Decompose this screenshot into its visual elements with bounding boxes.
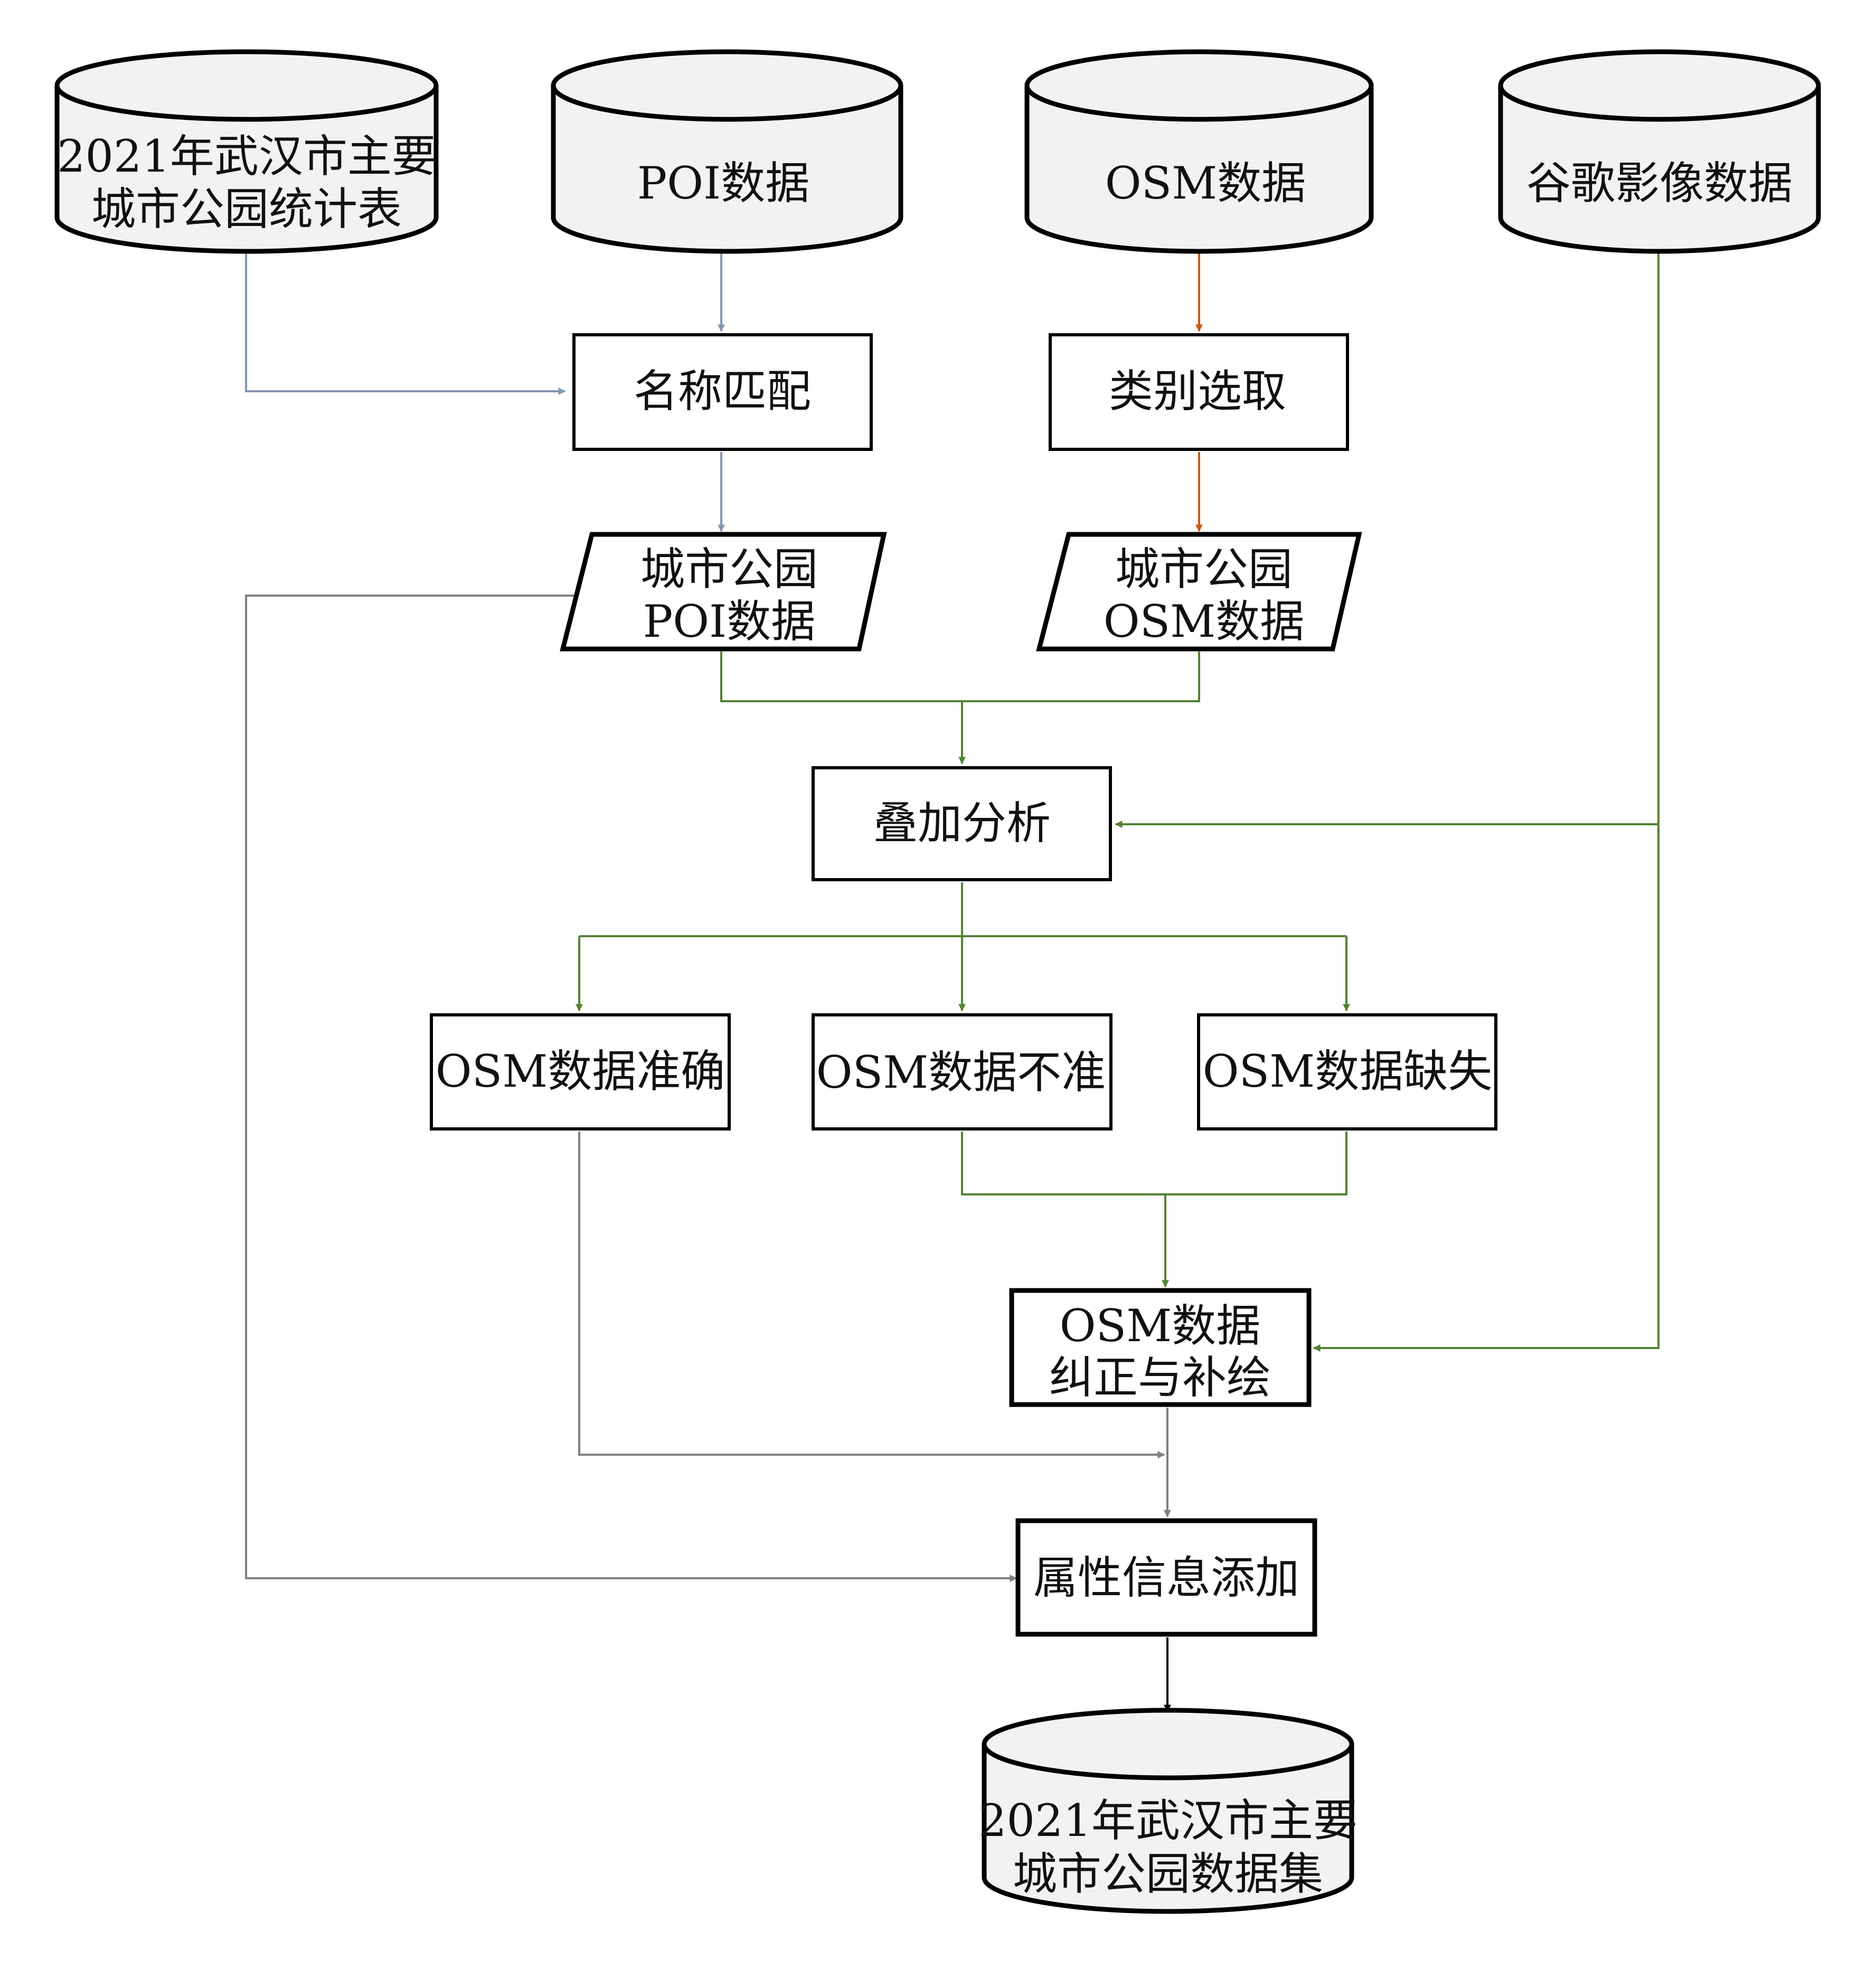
park-poi-line1: 城市公园: [640, 543, 818, 595]
osm-missing-label: OSM数据缺失: [1203, 1045, 1492, 1097]
osm-inaccurate-label: OSM数据不准: [816, 1047, 1106, 1098]
box-name-match: 名称匹配: [572, 333, 873, 451]
attr-add-label: 属性信息添加: [1033, 1552, 1299, 1604]
poi-data-label: POI数据: [637, 157, 810, 209]
cylinder-stats-table: 2021年武汉市主要 城市公园统计表: [54, 49, 439, 254]
box-attribute-add: 属性信息添加: [1015, 1518, 1317, 1637]
cylinder-poi-data: POI数据: [551, 49, 903, 254]
box-osm-accurate: OSM数据准确: [430, 1013, 731, 1130]
box-osm-inaccurate: OSM数据不准: [812, 1013, 1113, 1130]
parallelogram-park-poi: 城市公园 POI数据: [560, 532, 887, 652]
box-category-select: 类别选取: [1049, 333, 1349, 451]
parallelogram-park-osm: 城市公园 OSM数据: [1036, 532, 1362, 652]
google-imagery-label: 谷歌影像数据: [1526, 157, 1793, 209]
edge-inaccurate-missing-merge: [961, 1132, 1347, 1195]
edge-parkpoi-parkosm-merge: [720, 652, 1200, 702]
stats-table-line2: 城市公园统计表: [91, 183, 402, 235]
edge-parkpoi-to-attr: [245, 595, 1017, 1582]
cylinder-final-dataset: 2021年武汉市主要 城市公园数据集: [978, 1708, 1357, 1914]
box-osm-fix: OSM数据 纠正与补绘: [1009, 1288, 1312, 1407]
osm-fix-line2: 纠正与补绘: [1049, 1352, 1271, 1403]
edge-accurate-to-attr: [578, 1132, 1165, 1458]
cylinder-google-imagery: 谷歌影像数据: [1498, 49, 1821, 254]
park-osm-line2: OSM数据: [1104, 596, 1304, 647]
final-dataset-line2: 城市公园数据集: [1013, 1848, 1323, 1900]
osm-fix-line1: OSM数据: [1060, 1300, 1260, 1352]
park-osm-line1: 城市公园: [1115, 543, 1293, 595]
stats-table-line1: 2021年武汉市主要: [57, 130, 436, 182]
overlay-label: 叠加分析: [873, 797, 1051, 849]
edge-stats-to-namematch: [245, 253, 566, 395]
osm-data-label: OSM数据: [1105, 157, 1306, 209]
cylinder-osm-data: OSM数据: [1024, 49, 1374, 254]
final-dataset-line1: 2021年武汉市主要: [978, 1795, 1357, 1846]
name-match-label: 名称匹配: [634, 365, 811, 417]
category-select-label: 类别选取: [1109, 365, 1286, 417]
box-overlay-analysis: 叠加分析: [812, 766, 1112, 881]
osm-accurate-label: OSM数据准确: [436, 1045, 725, 1097]
edge-google-to-osmfix: [1313, 824, 1660, 1352]
box-osm-missing: OSM数据缺失: [1197, 1013, 1497, 1130]
park-poi-line2: POI数据: [643, 596, 816, 647]
